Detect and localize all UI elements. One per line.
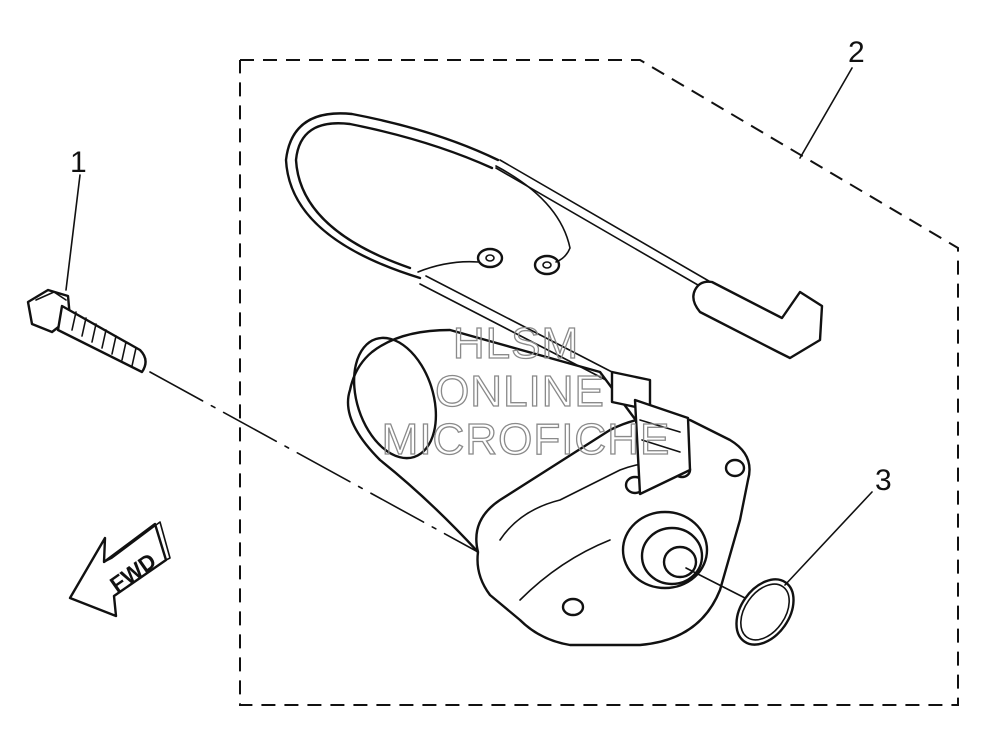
callout-3: 3	[875, 464, 892, 497]
callout-1: 1	[70, 146, 87, 179]
watermark: HLSM ONLINE MICROFICHE	[381, 318, 671, 464]
watermark-line-3: MICROFICHE	[382, 415, 671, 464]
bolt-axis-line	[149, 371, 479, 553]
leader-line-1	[65, 174, 81, 291]
callout-2: 2	[848, 36, 865, 69]
watermark-line-2: ONLINE	[435, 367, 605, 416]
leader-line-3	[784, 491, 873, 586]
bolt-part-1	[26, 288, 147, 374]
watermark-line-1: HLSM	[453, 319, 579, 368]
assembly-boundary	[239, 59, 959, 706]
fwd-arrow-icon: FWD	[68, 521, 171, 618]
leader-line-2	[799, 67, 853, 159]
o-ring-part-3	[735, 578, 795, 646]
starter-motor-part-2	[284, 112, 824, 647]
